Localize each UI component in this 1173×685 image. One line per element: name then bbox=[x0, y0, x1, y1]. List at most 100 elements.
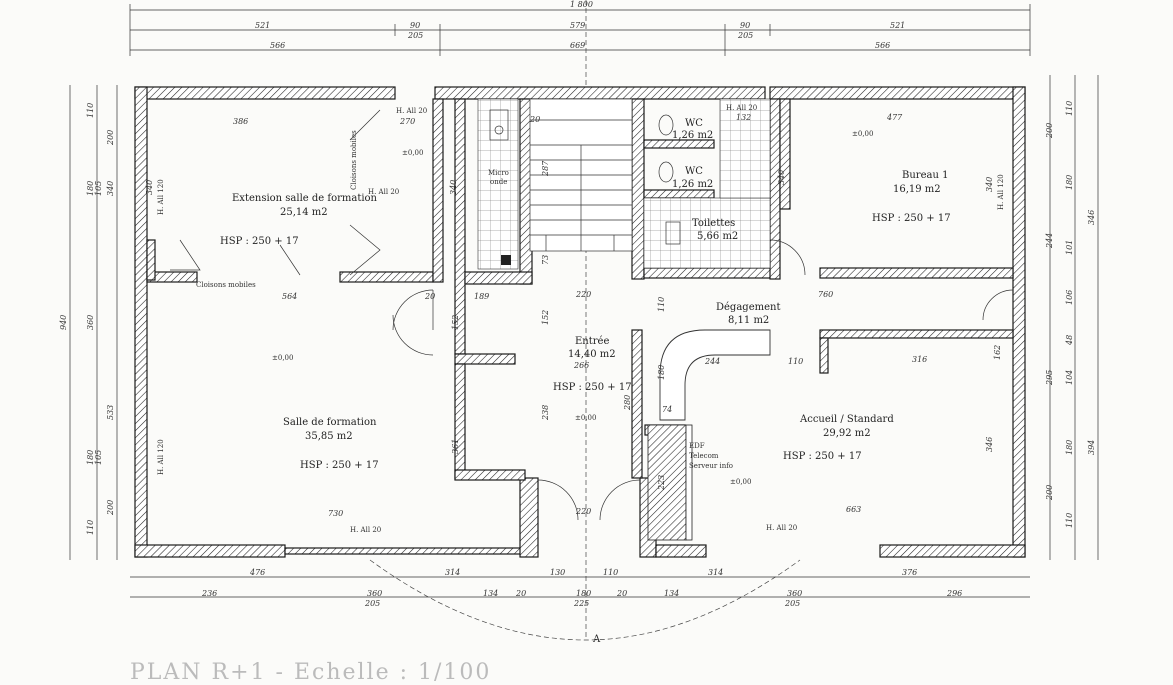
room-entree-hsp: HSP : 250 + 17 bbox=[553, 382, 632, 393]
svg-text:295: 295 bbox=[1045, 370, 1054, 386]
micro-label-2: onde bbox=[490, 178, 507, 186]
svg-text:360: 360 bbox=[86, 315, 95, 330]
right-dimensions: 110 200 180 346 244 101 106 48 104 295 1… bbox=[1045, 75, 1099, 560]
svg-text:110: 110 bbox=[86, 103, 95, 118]
svg-text:236: 236 bbox=[201, 589, 217, 598]
svg-text:360: 360 bbox=[367, 589, 382, 598]
svg-text:360: 360 bbox=[787, 589, 802, 598]
level-salle: ±0,00 bbox=[272, 354, 293, 362]
bay-window-arc bbox=[369, 559, 801, 641]
washbasin-icon bbox=[665, 221, 681, 245]
dim-top-5: 521 bbox=[890, 21, 905, 30]
h-all-120-left-top: H. All 120 bbox=[157, 179, 165, 215]
svg-text:110: 110 bbox=[86, 520, 95, 535]
svg-text:314: 314 bbox=[708, 568, 723, 577]
dim-top-4: 90 bbox=[740, 21, 750, 30]
dim-top-6: 566 bbox=[270, 41, 285, 50]
svg-text:296: 296 bbox=[946, 589, 962, 598]
level-accueil: ±0,00 bbox=[730, 478, 751, 486]
dim-top-8: 566 bbox=[875, 41, 890, 50]
staircase bbox=[529, 98, 633, 252]
svg-text:730: 730 bbox=[328, 509, 343, 518]
svg-text:134: 134 bbox=[483, 589, 498, 598]
svg-text:200: 200 bbox=[106, 500, 115, 516]
door-swings bbox=[170, 109, 1014, 521]
room-bureau-hsp: HSP : 250 + 17 bbox=[872, 213, 951, 224]
svg-text:220: 220 bbox=[575, 507, 591, 516]
svg-text:266: 266 bbox=[573, 361, 589, 370]
svg-text:101: 101 bbox=[1065, 240, 1074, 255]
svg-text:105: 105 bbox=[94, 450, 103, 465]
svg-text:205: 205 bbox=[364, 599, 380, 608]
svg-text:346: 346 bbox=[985, 437, 994, 452]
svg-text:180: 180 bbox=[86, 181, 95, 196]
svg-text:20: 20 bbox=[424, 292, 435, 301]
svg-text:200: 200 bbox=[106, 130, 115, 146]
room-degagement-name: Dégagement bbox=[716, 302, 780, 313]
room-bureau-area: 16,19 m2 bbox=[893, 184, 941, 195]
svg-text:340: 340 bbox=[777, 170, 786, 185]
dim-top-2-sub: 205 bbox=[407, 31, 423, 40]
svg-text:189: 189 bbox=[474, 292, 489, 301]
duct-shaft bbox=[659, 329, 771, 421]
svg-text:106: 106 bbox=[1065, 290, 1074, 305]
room-degagement-area: 8,11 m2 bbox=[728, 315, 769, 326]
bottom-dimensions: 476 314 130 110 314 376 236 360 205 134 … bbox=[130, 568, 1030, 608]
cloisons-mobiles-vertical: Cloisons mobiles bbox=[350, 130, 358, 190]
edf-label-2: Telecom bbox=[689, 452, 719, 460]
svg-text:110: 110 bbox=[657, 297, 666, 312]
svg-text:152: 152 bbox=[541, 310, 550, 325]
svg-text:280: 280 bbox=[623, 395, 632, 411]
h-all-20-extension: H. All 20 bbox=[368, 188, 399, 196]
svg-text:386: 386 bbox=[233, 117, 248, 126]
room-accueil-area: 29,92 m2 bbox=[823, 428, 871, 439]
h-all-120-right: H. All 120 bbox=[997, 174, 1005, 210]
cloisons-mobiles-label: Cloisons mobiles bbox=[196, 281, 256, 289]
room-toilettes-area: 5,66 m2 bbox=[697, 231, 738, 242]
svg-text:340: 340 bbox=[985, 177, 994, 192]
room-entree-name: Entrée bbox=[575, 336, 609, 347]
room-extension-name: Extension salle de formation bbox=[232, 193, 378, 204]
edf-closet bbox=[647, 424, 687, 541]
svg-text:361: 361 bbox=[451, 439, 460, 454]
dim-top-7: 669 bbox=[570, 41, 585, 50]
section-marker: A bbox=[592, 634, 601, 645]
wc-toilet-icon bbox=[658, 114, 674, 136]
micro-label-1: Micro bbox=[488, 169, 509, 177]
svg-text:223: 223 bbox=[657, 475, 666, 491]
room-accueil-name: Accueil / Standard bbox=[799, 414, 894, 425]
svg-text:244: 244 bbox=[704, 357, 720, 366]
top-dimensions: 1 800 521 90 205 579 90 205 521 566 669 … bbox=[129, 0, 1031, 56]
svg-text:48: 48 bbox=[1065, 335, 1074, 346]
svg-text:760: 760 bbox=[818, 290, 833, 299]
svg-text:180: 180 bbox=[1065, 175, 1074, 190]
h-all-20-top: H. All 20 bbox=[396, 107, 427, 115]
svg-text:940: 940 bbox=[59, 315, 68, 330]
room-salle-hsp: HSP : 250 + 17 bbox=[300, 460, 379, 471]
svg-text:180: 180 bbox=[657, 365, 666, 380]
svg-text:533: 533 bbox=[106, 405, 115, 420]
svg-text:225: 225 bbox=[573, 599, 589, 608]
svg-text:110: 110 bbox=[1065, 101, 1074, 116]
svg-text:20: 20 bbox=[515, 589, 526, 598]
svg-text:134: 134 bbox=[664, 589, 679, 598]
svg-text:180: 180 bbox=[1065, 440, 1074, 455]
svg-text:110: 110 bbox=[1065, 513, 1074, 528]
svg-text:346: 346 bbox=[1087, 210, 1096, 225]
svg-text:110: 110 bbox=[603, 568, 618, 577]
svg-text:130: 130 bbox=[550, 568, 565, 577]
svg-text:476: 476 bbox=[249, 568, 265, 577]
level-bureau: ±0,00 bbox=[852, 130, 873, 138]
svg-text:20: 20 bbox=[616, 589, 627, 598]
svg-text:104: 104 bbox=[1065, 370, 1074, 385]
room-wc1-area: 1,26 m2 bbox=[672, 130, 713, 141]
svg-text:316: 316 bbox=[912, 355, 927, 364]
svg-text:287: 287 bbox=[541, 160, 550, 177]
svg-text:152: 152 bbox=[451, 315, 460, 330]
micro-onde-zone bbox=[477, 98, 519, 270]
edf-label-1: EDF bbox=[689, 442, 705, 450]
room-extension-area: 25,14 m2 bbox=[280, 207, 328, 218]
svg-text:132: 132 bbox=[736, 113, 751, 122]
dim-top-2: 90 bbox=[410, 21, 420, 30]
